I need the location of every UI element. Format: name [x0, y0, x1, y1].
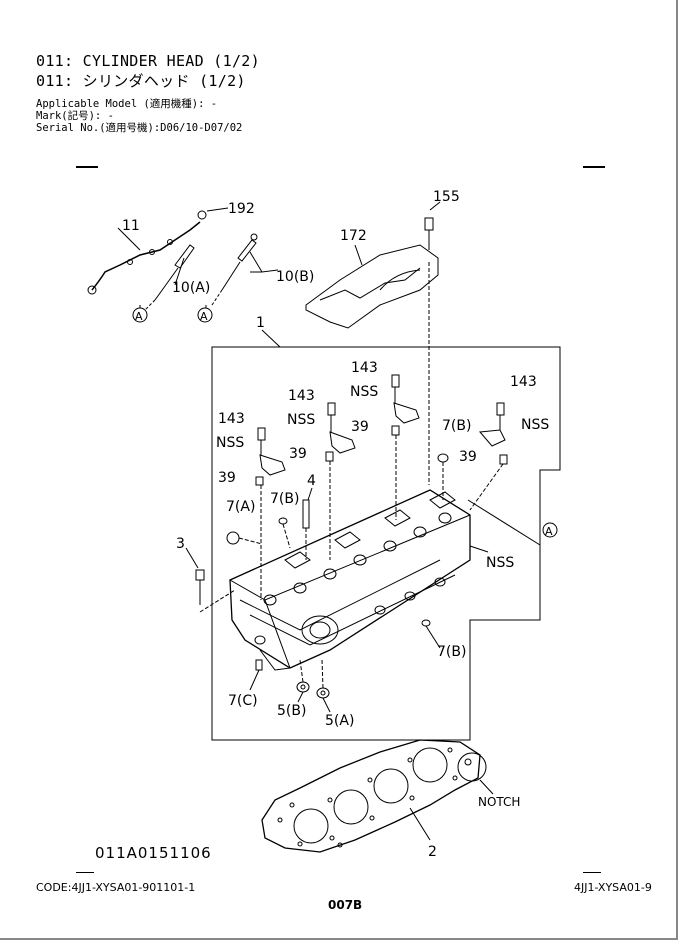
bolt-155 — [424, 217, 434, 231]
head-gasket — [261, 739, 481, 853]
footer-divider-left — [76, 872, 94, 873]
page-title-japanese: 011: シリンダヘッド (1/2) — [36, 72, 246, 90]
callout-143-c: 143 — [218, 411, 245, 427]
callout-143-d: 143 — [510, 374, 537, 390]
glow-plug-harness — [91, 221, 201, 291]
drawing-number: 011A0151106 — [95, 844, 212, 862]
callout-5b: 5(B) — [277, 703, 306, 719]
callout-nss-d: NSS — [521, 417, 549, 433]
callout-11: 11 — [122, 218, 140, 234]
assembly-boundary — [211, 346, 561, 741]
callout-7a: 7(A) — [226, 499, 255, 515]
callout-nss-c: NSS — [216, 435, 244, 451]
footer-divider-right — [583, 872, 601, 873]
callout-7b-b: 7(B) — [270, 491, 299, 507]
callout-nss-a: NSS — [350, 384, 378, 400]
applicable-model: Applicable Model (適用機種): - — [36, 98, 218, 110]
callout-nss-e: NSS — [486, 555, 514, 571]
callout-labels: 192 11 10(A) 10(B) 155 172 1 143 NSS 143… — [95, 189, 549, 862]
ref-a-2: A — [200, 310, 208, 323]
callout-3: 3 — [176, 536, 185, 552]
callout-39-b: 39 — [289, 446, 307, 462]
footer-model: 4JJ1-XYSA01-9 — [574, 881, 652, 894]
bolt-3 — [195, 569, 205, 581]
divider-right — [583, 166, 605, 168]
leader-line — [261, 329, 281, 348]
callout-10b: 10(B) — [276, 269, 314, 285]
stud-4 — [302, 499, 310, 529]
mark: Mark(記号): - — [36, 110, 114, 122]
ref-a-3: A — [545, 525, 553, 538]
callout-1: 1 — [256, 315, 265, 331]
ref-a-1: A — [135, 310, 143, 323]
callout-7c: 7(C) — [228, 693, 258, 709]
callout-5a: 5(A) — [325, 713, 354, 729]
head-cover — [305, 244, 439, 329]
footer-code: CODE:4JJ1-XYSA01-901101-1 — [36, 881, 196, 894]
callout-notch: NOTCH — [478, 795, 520, 809]
callout-39-d: 39 — [459, 449, 477, 465]
reference-markers: A A A — [132, 307, 558, 538]
bracket-group-3 — [391, 374, 420, 520]
page-number: 007B — [328, 898, 363, 912]
callout-39-c: 39 — [218, 470, 236, 486]
callout-39-a: 39 — [351, 419, 369, 435]
callout-192: 192 — [228, 201, 255, 217]
bracket-group-1 — [255, 427, 286, 600]
notch-detail-circle — [457, 752, 487, 782]
serial-number: Serial No.(適用号機):D06/10-D07/02 — [36, 122, 243, 134]
callout-143-a: 143 — [351, 360, 378, 376]
divider-left — [76, 166, 98, 168]
bracket-group-4 — [469, 402, 508, 511]
page-title: 011: CYLINDER HEAD (1/2) — [36, 52, 260, 70]
callout-155: 155 — [433, 189, 460, 205]
callout-10a: 10(A) — [172, 280, 210, 296]
glow-plug-b — [237, 239, 257, 262]
callout-7b-c: 7(B) — [437, 644, 466, 660]
callout-4: 4 — [307, 473, 316, 489]
callout-nss-b: NSS — [287, 412, 315, 428]
cylinder-head-body — [229, 489, 471, 671]
callout-2: 2 — [428, 844, 437, 860]
callout-143-b: 143 — [288, 388, 315, 404]
bracket-group-2 — [325, 402, 356, 560]
callout-172: 172 — [340, 228, 367, 244]
callout-7b-a: 7(B) — [442, 418, 471, 434]
glow-plug-a — [174, 244, 195, 269]
